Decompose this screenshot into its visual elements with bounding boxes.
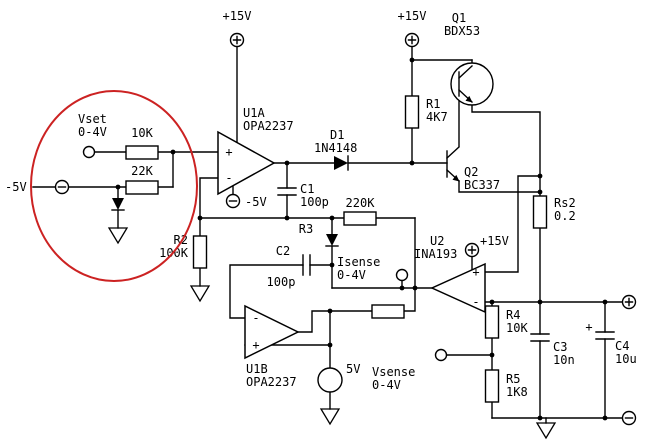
r1-ref-label: R1 <box>426 97 440 111</box>
resistor-22k-set: 22K <box>125 164 159 195</box>
c3-capacitor: C3 10n <box>530 333 575 367</box>
set-clamp-diode <box>111 198 125 211</box>
d1-diode: D1 1N4148 <box>314 128 357 171</box>
q1-transistor: Q1 BDX53 <box>444 11 494 106</box>
resistor-10k-label: 10K <box>131 126 153 140</box>
vset-name-label: Vset <box>78 112 107 126</box>
u1b-part-label: OPA2237 <box>246 375 297 389</box>
u1a-part-label: OPA2237 <box>243 119 294 133</box>
c1-capacitor: C1 100p <box>277 182 329 209</box>
isense-terminal: Isense 0-4V <box>337 255 409 282</box>
r4-resistor: R4 10K <box>484 305 528 339</box>
d1-ref-label: D1 <box>330 128 344 142</box>
isense-name-label: Isense <box>337 255 380 269</box>
u2-amplifier: U2 INA193 +15V + - <box>414 234 509 314</box>
supply-15v-right-label: +15V <box>398 9 427 23</box>
u1a-vee-label: -5V <box>245 195 267 209</box>
r5-ref-label: R5 <box>506 372 520 386</box>
q1-ref-label: Q1 <box>452 11 466 25</box>
vset-range-label: 0-4V <box>78 125 107 139</box>
u1b-noninverting-mark: + <box>252 338 259 352</box>
neg5v-input-label: -5V <box>5 180 27 194</box>
c4-polarity-mark: + <box>585 320 592 334</box>
r5-value-label: 1K8 <box>506 385 528 399</box>
c3-value-label: 10n <box>553 353 575 367</box>
emitter-arrow-icon <box>465 95 473 103</box>
c2-value-label: 100p <box>267 275 296 289</box>
vsense-terminal: Vsense 0-4V <box>372 348 448 392</box>
r1-resistor: R1 4K7 <box>404 95 448 129</box>
vset-input-terminal: Vset 0-4V <box>78 112 107 159</box>
u1a-ref-label: U1A <box>243 106 265 120</box>
rs2-resistor: Rs2 0.2 <box>532 195 576 229</box>
supply-15v-left: +15V <box>223 9 252 48</box>
u1b-inverting-mark: - <box>252 311 259 325</box>
q2-ref-label: Q2 <box>464 165 478 179</box>
q2-transistor: Q2 BC337 <box>446 146 500 192</box>
rs2-value-label: 0.2 <box>554 209 576 223</box>
u2-supply-label: +15V <box>480 234 509 248</box>
junction-dots <box>115 57 608 421</box>
open-terminal-icon <box>395 268 409 282</box>
u1b-opamp: - + U1B OPA2237 <box>244 304 300 389</box>
c1-value-label: 100p <box>300 195 329 209</box>
r3-value-label: 220K <box>346 196 376 210</box>
supply-15v-left-label: +15V <box>223 9 252 23</box>
wires <box>32 46 624 424</box>
r3-ref-label: R3 <box>299 222 313 236</box>
isense-range-label: 0-4V <box>337 268 366 282</box>
5v-source: 5V <box>317 362 360 393</box>
supply-15v-right: +15V <box>398 9 427 48</box>
output-neg-terminal <box>621 410 637 426</box>
ground-symbol-r2 <box>189 285 211 303</box>
q1-part-label: BDX53 <box>444 24 480 38</box>
voltage-source-icon <box>317 367 343 393</box>
feedback-clamp-diode <box>325 234 339 247</box>
neg5v-input: -5V <box>5 179 70 195</box>
u2-noninverting-mark: + <box>472 265 479 279</box>
open-terminal-icon <box>82 145 96 159</box>
u1b-ref-label: U1B <box>246 362 268 376</box>
r3-resistor: 220K R3 <box>299 196 377 236</box>
ground-symbol-5v <box>319 408 341 426</box>
c2-ref-label: C2 <box>276 244 290 258</box>
resistor-10k-set: 10K <box>125 126 159 160</box>
u1a-inverting-mark: - <box>225 171 232 185</box>
c2-capacitor: C2 100p <box>267 244 311 289</box>
u2-inverting-mark: - <box>472 295 479 309</box>
rs2-ref-label: Rs2 <box>554 196 576 210</box>
isense-series-resistor <box>371 304 405 319</box>
c1-ref-label: C1 <box>300 182 314 196</box>
output-pos-terminal <box>621 294 637 310</box>
5v-source-label: 5V <box>346 362 360 376</box>
r4-value-label: 10K <box>506 321 528 335</box>
vsense-range-label: 0-4V <box>372 378 401 392</box>
r4-ref-label: R4 <box>506 308 520 322</box>
c4-value-label: 10u <box>615 352 637 366</box>
highlight-ellipse <box>30 90 198 282</box>
c3-ref-label: C3 <box>553 340 567 354</box>
u1a-opamp: U1A OPA2237 + - -5V <box>217 106 294 209</box>
emitter-arrow-icon <box>452 174 460 182</box>
u2-part-label: INA193 <box>414 247 457 261</box>
r5-resistor: R5 1K8 <box>484 369 528 403</box>
u1a-noninverting-mark: + <box>225 145 232 159</box>
ground-symbol-output <box>535 422 557 440</box>
ground-symbol-set-diode <box>107 227 129 245</box>
open-terminal-icon <box>434 348 448 362</box>
resistor-22k-label: 22K <box>131 164 153 178</box>
vsense-name-label: Vsense <box>372 365 415 379</box>
c4-ref-label: C4 <box>615 339 629 353</box>
d1-part-label: 1N4148 <box>314 141 357 155</box>
q2-part-label: BC337 <box>464 178 500 192</box>
c4-capacitor: + C4 10u <box>585 320 636 366</box>
u2-ref-label: U2 <box>430 234 444 248</box>
transistor-body-icon <box>450 62 494 106</box>
r1-value-label: 4K7 <box>426 110 448 124</box>
